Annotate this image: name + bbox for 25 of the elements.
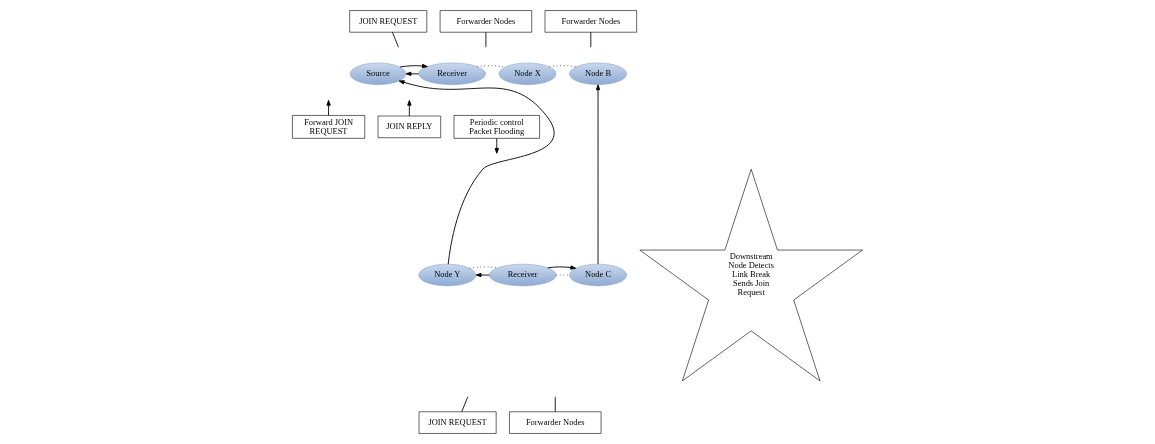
node-box: Forward JOIN REQUEST (292, 115, 366, 139)
connector (554, 396, 556, 413)
arrow (475, 272, 490, 278)
node-ellipse: Node X (498, 62, 557, 85)
node-box: Forwarder Nodes (509, 411, 602, 434)
connector (461, 396, 469, 413)
arrow (547, 265, 577, 270)
arrow (595, 84, 601, 265)
arrow (494, 138, 499, 154)
node-box: Periodic control Packet Flooding (453, 115, 540, 139)
arrow (398, 80, 555, 265)
node-ellipse: Receiver (488, 263, 557, 287)
node-box: JOIN REQUEST (418, 411, 497, 434)
arrow (405, 71, 420, 76)
connector (392, 31, 399, 48)
node-ellipse: Node B (569, 62, 627, 85)
node-box: JOIN REPLY (377, 115, 441, 139)
connector (590, 31, 592, 48)
arrow (399, 63, 428, 69)
node-box: Forwarder Nodes (439, 10, 533, 33)
arrow (326, 100, 331, 116)
arrow (407, 100, 412, 117)
node-box: JOIN REQUEST (349, 10, 428, 33)
node-box: Forwarder Nodes (544, 10, 637, 33)
node-ellipse: Node Y (418, 263, 477, 287)
